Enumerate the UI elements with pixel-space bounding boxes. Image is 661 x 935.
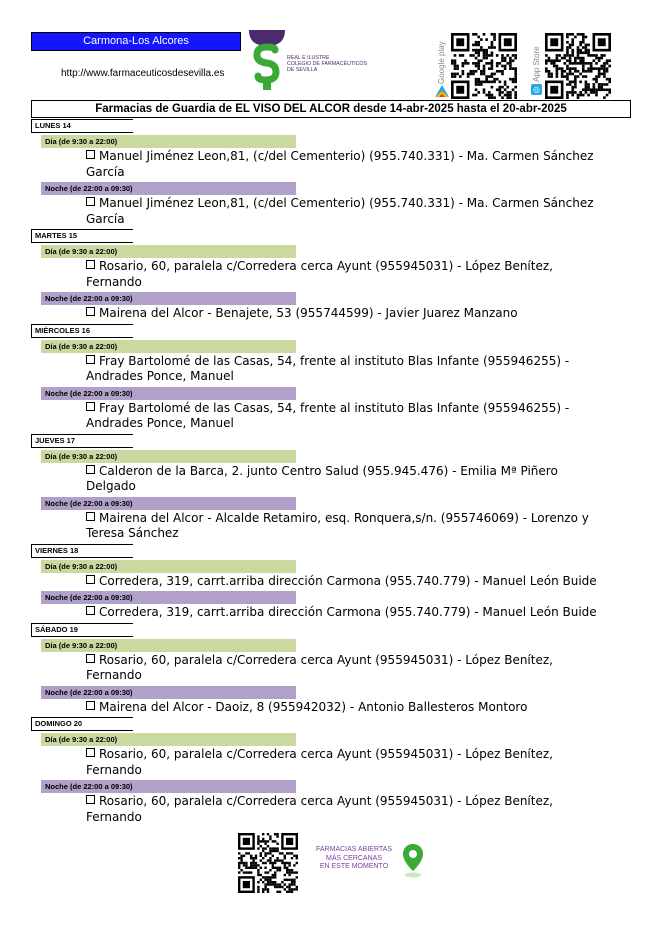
day-block: JUEVES 17 Día (de 9:30 a 22:00) Calderon… [31, 433, 631, 544]
checkbox-icon [86, 464, 95, 474]
google-play-icon [435, 85, 449, 97]
night-shift-bar: Noche (de 22:00 a 09:30) [41, 496, 296, 510]
day-block: MIÉRCOLES 16 Día (de 9:30 a 22:00) Fray … [31, 323, 631, 434]
college-line: DE SEVILLA [287, 67, 318, 74]
day-shift-bar: Día (de 9:30 a 22:00) [41, 733, 296, 746]
promo-text: FARMACIAS ABIERTAS MÁS CERCANAS EN ESTE … [309, 846, 399, 872]
day-shift-bar: Día (de 9:30 a 22:00) [41, 245, 296, 258]
day-block: MARTES 15 Día (de 9:30 a 22:00) Rosario,… [31, 229, 631, 324]
day-block: VIERNES 18 Día (de 9:30 a 22:00) Correde… [31, 543, 631, 623]
pharmacy-text: Mairena del Alcor - Daoiz, 8 (955942032)… [99, 699, 528, 714]
day-header: DOMINGO 20 [31, 717, 133, 731]
day-header: VIERNES 18 [31, 543, 133, 558]
location-pin-icon[interactable] [402, 843, 424, 879]
pharmacy-entry: Mairena del Alcor - Alcalde Retamiro, es… [86, 510, 606, 544]
pharmacy-text: Fray Bartolomé de las Casas, 54, frente … [86, 353, 570, 384]
checkbox-icon [86, 511, 95, 521]
pharmacy-text: Corredera, 319, carrt.arriba dirección C… [99, 573, 597, 588]
day-block: LUNES 14 Día (de 9:30 a 22:00) Manuel Ji… [31, 119, 631, 229]
pharmacy-entry: Mairena del Alcor - Daoiz, 8 (955942032)… [86, 699, 606, 718]
checkbox-icon [86, 574, 95, 584]
college-logo [249, 30, 285, 90]
day-shift-bar: Día (de 9:30 a 22:00) [41, 559, 296, 573]
pharmacy-entry: Rosario, 60, paralela c/Corredera cerca … [86, 258, 606, 292]
night-shift-bar: Noche (de 22:00 a 09:30) [41, 780, 296, 793]
checkbox-icon [86, 653, 95, 663]
pharmacy-text: Corredera, 319, carrt.arriba dirección C… [99, 605, 597, 619]
promo-line: FARMACIAS ABIERTAS [316, 846, 392, 853]
checkbox-icon [86, 700, 95, 710]
checkbox-icon [86, 150, 95, 159]
day-header: JUEVES 17 [31, 433, 133, 448]
night-shift-bar: Noche (de 22:00 a 09:30) [41, 292, 296, 305]
app-store-qr-icon[interactable] [545, 33, 611, 99]
pharmacy-entry: Manuel Jiménez Leon,81, (c/del Cementeri… [86, 148, 606, 182]
pharmacy-text: Manuel Jiménez Leon,81, (c/del Cementeri… [86, 196, 594, 226]
promo-line: EN ESTE MOMENTO [319, 863, 389, 870]
pharmacy-text: Fray Bartolomé de las Casas, 54, frente … [86, 400, 570, 431]
day-shift-bar: Día (de 9:30 a 22:00) [41, 339, 296, 353]
pharmacy-text: Rosario, 60, paralela c/Corredera cerca … [86, 794, 553, 824]
checkbox-icon [86, 197, 95, 206]
checkbox-icon [86, 606, 95, 615]
pharmacy-entry: Manuel Jiménez Leon,81, (c/del Cementeri… [86, 195, 606, 229]
pharmacy-entry: Rosario, 60, paralela c/Corredera cerca … [86, 793, 606, 827]
pharmacy-text: Manuel Jiménez Leon,81, (c/del Cementeri… [86, 149, 594, 179]
pharmacy-text: Rosario, 60, paralela c/Corredera cerca … [86, 747, 553, 777]
pharmacy-text: Mairena del Alcor - Alcalde Retamiro, es… [86, 510, 589, 541]
night-shift-bar: Noche (de 22:00 a 09:30) [41, 182, 296, 195]
day-block: DOMINGO 20 Día (de 9:30 a 22:00) Rosario… [31, 717, 631, 827]
day-header: LUNES 14 [31, 119, 133, 133]
pharmacy-text: Rosario, 60, paralela c/Corredera cerca … [86, 652, 553, 683]
region-label: Carmona-Los Alcores [31, 32, 241, 51]
website-link[interactable]: http://www.farmaceuticosdesevilla.es [61, 68, 225, 79]
checkbox-icon [86, 260, 95, 269]
pharmacy-entry: Mairena del Alcor - Benajete, 53 (955744… [86, 305, 606, 324]
college-line: REAL E ILUSTRE [287, 55, 330, 61]
footer-qr-icon[interactable] [238, 833, 298, 893]
pharmacy-entry: Rosario, 60, paralela c/Corredera cerca … [86, 746, 606, 780]
schedule: LUNES 14 Día (de 9:30 a 22:00) Manuel Ji… [31, 119, 631, 827]
day-shift-bar: Día (de 9:30 a 22:00) [41, 449, 296, 463]
day-shift-bar: Día (de 9:30 a 22:00) [41, 135, 296, 148]
pharmacy-text: Rosario, 60, paralela c/Corredera cerca … [86, 259, 553, 289]
day-header: MIÉRCOLES 16 [31, 323, 133, 338]
checkbox-icon [86, 354, 95, 364]
night-shift-bar: Noche (de 22:00 a 09:30) [41, 591, 296, 604]
pharmacy-entry: Corredera, 319, carrt.arriba dirección C… [86, 573, 606, 592]
checkbox-icon [86, 307, 95, 316]
pharmacy-entry: Corredera, 319, carrt.arriba dirección C… [86, 604, 606, 623]
day-shift-bar: Día (de 9:30 a 22:00) [41, 638, 296, 652]
college-line: COLEGIO DE FARMACÉUTICOS [287, 61, 368, 68]
night-shift-bar: Noche (de 22:00 a 09:30) [41, 386, 296, 400]
pharmacy-entry: Calderon de la Barca, 2. junto Centro Sa… [86, 463, 606, 497]
day-header: MARTES 15 [31, 229, 133, 243]
pharmacy-text: Mairena del Alcor - Benajete, 53 (955744… [99, 306, 518, 320]
pharmacy-entry: Fray Bartolomé de las Casas, 54, frente … [86, 353, 606, 387]
checkbox-icon [86, 748, 95, 757]
page-title: Farmacias de Guardia de EL VISO DEL ALCO… [31, 100, 631, 118]
day-block: SÁBADO 19 Día (de 9:30 a 22:00) Rosario,… [31, 622, 631, 718]
checkbox-icon [86, 401, 95, 411]
google-play-label: Google play [437, 41, 446, 84]
night-shift-bar: Noche (de 22:00 a 09:30) [41, 685, 296, 699]
pharmacy-text: Calderon de la Barca, 2. junto Centro Sa… [86, 463, 558, 494]
day-header: SÁBADO 19 [31, 622, 133, 637]
checkbox-icon [86, 795, 95, 804]
pharmacy-entry: Fray Bartolomé de las Casas, 54, frente … [86, 400, 606, 434]
google-play-qr-icon[interactable] [451, 33, 517, 99]
promo-line: MÁS CERCANAS [325, 854, 382, 862]
pharmacy-entry: Rosario, 60, paralela c/Corredera cerca … [86, 652, 606, 686]
college-name: REAL E ILUSTRE COLEGIO DE FARMACÉUTICOS … [287, 55, 367, 74]
app-store-label: App Store [532, 46, 541, 82]
app-store-icon: ◎ [531, 84, 542, 95]
